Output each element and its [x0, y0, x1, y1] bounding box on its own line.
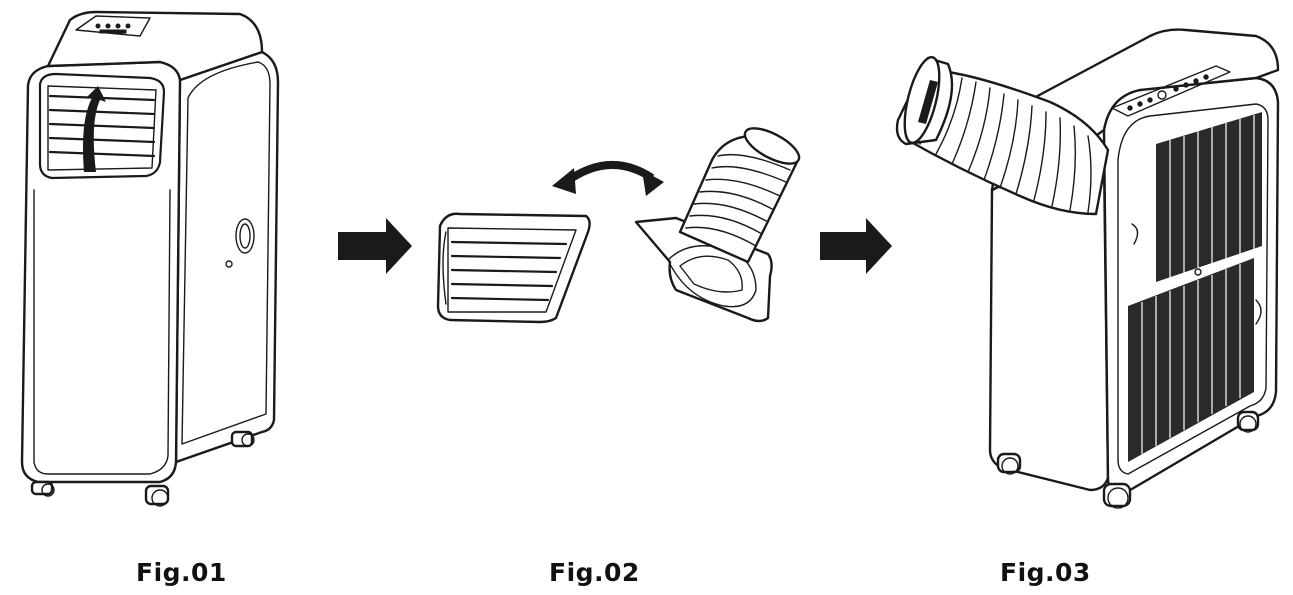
- caster-wheels-icon: [996, 410, 1260, 509]
- fig02-label: Fig.02: [549, 558, 640, 587]
- arrow-right-icon: [338, 218, 412, 274]
- fig01-label: Fig.01: [136, 558, 227, 587]
- double-headed-curved-arrow-icon: [552, 161, 664, 196]
- lower-filter-grille-icon: [1128, 258, 1254, 462]
- caster-wheels-icon: [30, 430, 255, 507]
- side-knob-icon: [225, 218, 255, 268]
- remove-grille-arrow-icon: [83, 86, 106, 172]
- upper-filter-grille-icon: [1156, 112, 1262, 282]
- control-buttons-icon: [95, 23, 131, 34]
- control-panel-icon: [1111, 65, 1231, 117]
- louver-grille-part-icon: [436, 212, 591, 324]
- fig03-ac-unit: [895, 28, 1280, 509]
- exhaust-hose-adapter-icon: [634, 127, 801, 323]
- fig02-parts: [436, 127, 801, 324]
- exhaust-hose-icon: [895, 55, 1110, 216]
- fig01-ac-unit: [20, 10, 280, 507]
- arrow-right-icon: [820, 218, 892, 274]
- fig03-label: Fig.03: [1000, 558, 1091, 587]
